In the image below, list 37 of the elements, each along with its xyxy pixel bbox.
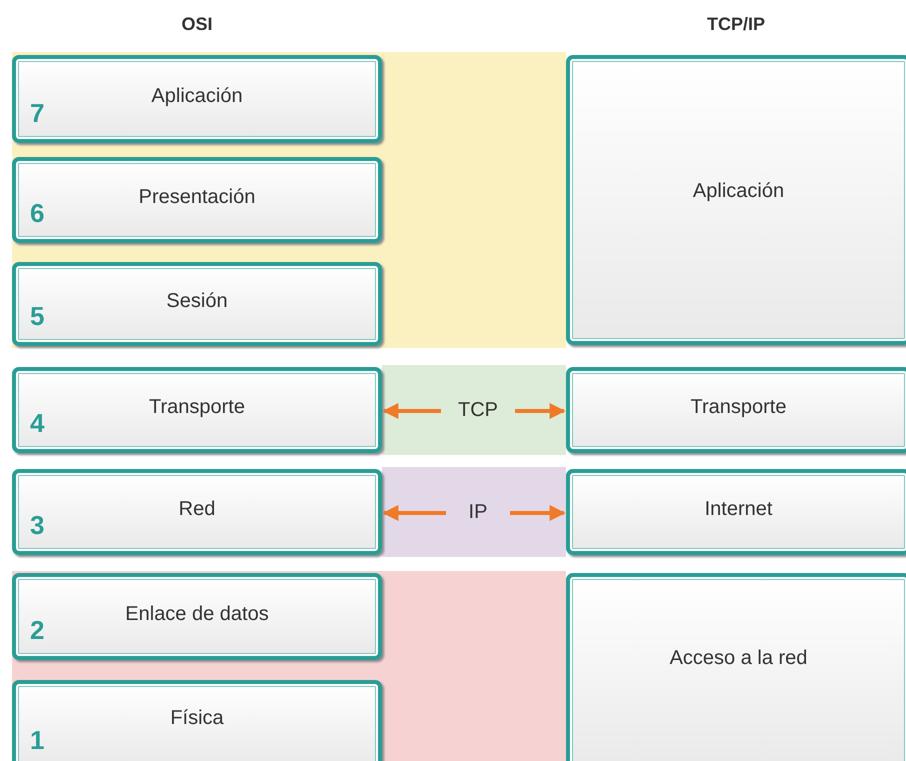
arrow	[382, 505, 446, 521]
layer-name: Acceso a la red	[668, 647, 808, 670]
layer-number: 3	[30, 510, 44, 541]
protocol-label: TCP	[445, 395, 511, 425]
layer-number: 6	[30, 198, 44, 229]
layer-name: Transporte	[148, 396, 246, 419]
layer-name: Aplicación	[150, 85, 244, 108]
layer-box	[566, 573, 906, 761]
layer-name: Aplicación	[692, 180, 786, 203]
layer-box	[566, 367, 906, 453]
layer-box	[566, 469, 906, 555]
protocol-label: IP	[450, 497, 506, 527]
layer-name: Sesión	[165, 290, 229, 313]
layer-box	[12, 262, 382, 346]
layer-number: 2	[30, 615, 44, 646]
layer-name: Transporte	[690, 396, 788, 419]
layer-number: 4	[30, 408, 44, 439]
layer-box	[12, 55, 382, 143]
layer-box	[12, 157, 382, 243]
layer-name: Presentación	[138, 186, 256, 209]
layer-box	[12, 680, 382, 761]
column-heading: OSI	[182, 14, 213, 35]
layer-box	[566, 55, 906, 345]
layer-name: Internet	[704, 498, 774, 521]
column-heading: TCP/IP	[707, 14, 766, 35]
layer-box	[12, 367, 382, 453]
layer-number: 7	[30, 98, 44, 129]
layer-name: Enlace de datos	[124, 602, 270, 626]
layer-number: 5	[30, 301, 44, 332]
layer-name: Red	[178, 498, 216, 521]
layer-box	[12, 573, 382, 660]
arrow	[510, 505, 566, 521]
layer-name: Física	[169, 706, 225, 730]
layer-box	[12, 469, 382, 555]
layer-number: 1	[30, 725, 44, 756]
arrow	[515, 403, 566, 419]
arrow	[382, 403, 441, 419]
